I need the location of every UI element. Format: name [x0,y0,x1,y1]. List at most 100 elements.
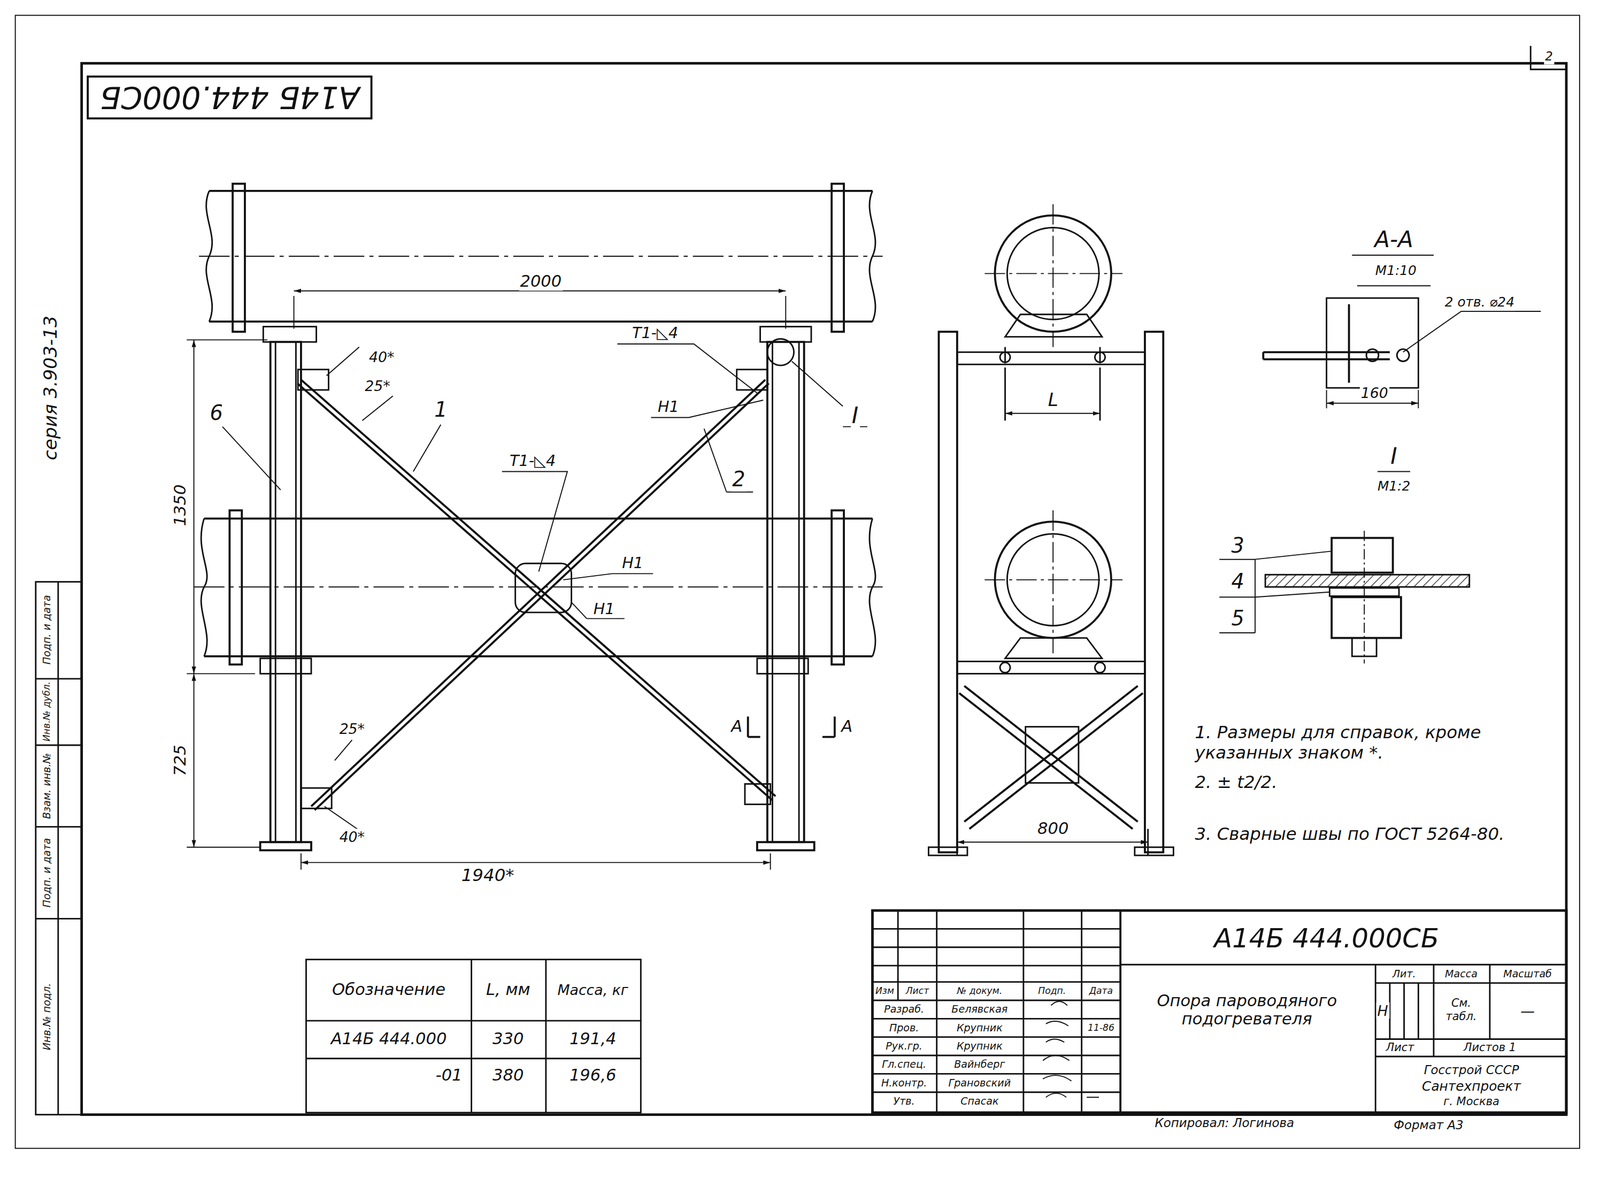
side-view [957,660,1145,674]
section-a-a [1326,402,1419,404]
table-cell: -01 [434,1066,464,1086]
stamp-field: Инв.№ дубл. [41,680,53,743]
dimension: L [1047,389,1060,411]
weld-mark: Н1 [656,398,681,417]
weld-mark: Н1 [592,600,617,619]
title-block [872,910,1567,1113]
callout-number: 3 [1230,534,1246,558]
side-view [1005,412,1100,414]
detail-i [1331,596,1402,638]
front-view [757,658,809,674]
leader-lines [502,471,568,572]
title-block [872,910,1567,1113]
block-cell: Лист [904,985,930,997]
sheet-frame [35,581,82,1115]
section-a-a [1366,349,1379,362]
table-cell: L, мм [485,980,532,999]
callout-number: 1 [433,398,449,422]
organization: г. Москва [1442,1095,1501,1109]
dimension: 725 [171,743,190,778]
section-a-a [1403,311,1542,352]
block-cell: Вайнберг [952,1058,1006,1071]
detail-i [1331,537,1393,573]
stamp-field: Подп. и дата [41,836,53,909]
block-cell: Рук.гр. [884,1040,923,1052]
block-cell: Дата [1088,985,1114,997]
dimension: 800 [1036,819,1070,838]
designation: А14Б 444.000СБ [1212,923,1441,955]
drawing-name: Опора пароводяного подогревателя [1143,991,1350,1029]
sheet-frame [81,63,1567,1114]
weld-mark: Т1-◺4 [508,452,557,471]
dimension: 1940* [460,865,516,886]
stamp-field: Инв.№ подл. [41,981,53,1051]
block-cell: Лист [1384,1041,1415,1055]
dimension: 25* [363,377,391,395]
front-view [198,255,883,257]
block-cell: Грановский [947,1077,1012,1089]
sheet-frame [1530,45,1567,70]
dimension: 160 [1359,384,1390,402]
callout-number: 6 [208,401,224,426]
block-cell: Крупник [955,1040,1004,1052]
dimension: 2000 [519,272,564,291]
dimension-lines [193,339,195,674]
front-view [831,510,844,665]
note: 1. Размеры для справок, кроме указанных … [1194,722,1534,763]
side-view [984,204,1123,348]
block-cell: Пров. [888,1021,920,1034]
spec-table [305,959,641,1113]
side-view [1000,351,1011,363]
leader-lines [704,428,754,492]
format-note: Формат А3 [1392,1118,1465,1133]
block-cell: Подп. [1036,985,1067,997]
front-view [260,841,312,850]
block-cell: Крупник [955,1021,1004,1034]
leader-lines [222,343,868,737]
block-cell: Изм [874,985,896,997]
leader-lines [222,426,281,490]
block-cell: Масштаб [1502,967,1553,980]
stamp-text: А14Б 444.000СБ [100,79,360,116]
block-cell: Утв. [892,1095,917,1107]
detail-i [1219,471,1469,664]
side-view [1144,331,1164,852]
block-cell: Н [1376,1002,1390,1019]
detail-i [1265,574,1470,587]
hole-note: 2 отв. ⌀24 [1443,295,1516,311]
front-view [831,183,844,332]
side-view [1005,367,1100,421]
section-mark: А [729,717,744,736]
organization: Госстрой СССР [1422,1063,1521,1078]
detail-i [1255,550,1332,597]
detail-mark: I [850,402,860,428]
table-cell: 196,6 [568,1066,618,1086]
section-a-a [1263,255,1541,409]
side-view [1005,347,1100,364]
section-mark: А [840,717,854,736]
front-view [744,783,771,804]
detail-i [1377,471,1411,473]
front-view [515,563,572,613]
block-cell: № докум. [956,985,1004,997]
view-title: I [1389,443,1398,469]
side-view [928,847,968,856]
block-cell: См. табл. [1434,997,1488,1023]
view-title: А-А [1373,226,1414,253]
side-view [1025,726,1079,783]
table-cell: 380 [491,1066,525,1086]
section-a-a [1351,255,1434,286]
dimension-lines [186,290,786,870]
sheet-number: 2 [1543,50,1554,65]
block-cell: 11-86 [1086,1022,1116,1034]
section-a-a [1263,304,1390,383]
side-view [1005,314,1103,337]
leader-lines [617,343,757,394]
scale-label: М1:2 [1376,479,1412,495]
dimension: 40* [367,349,396,366]
block-cell: Белявская [950,1003,1009,1015]
callout-number: 4 [1230,570,1246,594]
title-block [1042,1001,1099,1097]
side-view [928,204,1174,856]
